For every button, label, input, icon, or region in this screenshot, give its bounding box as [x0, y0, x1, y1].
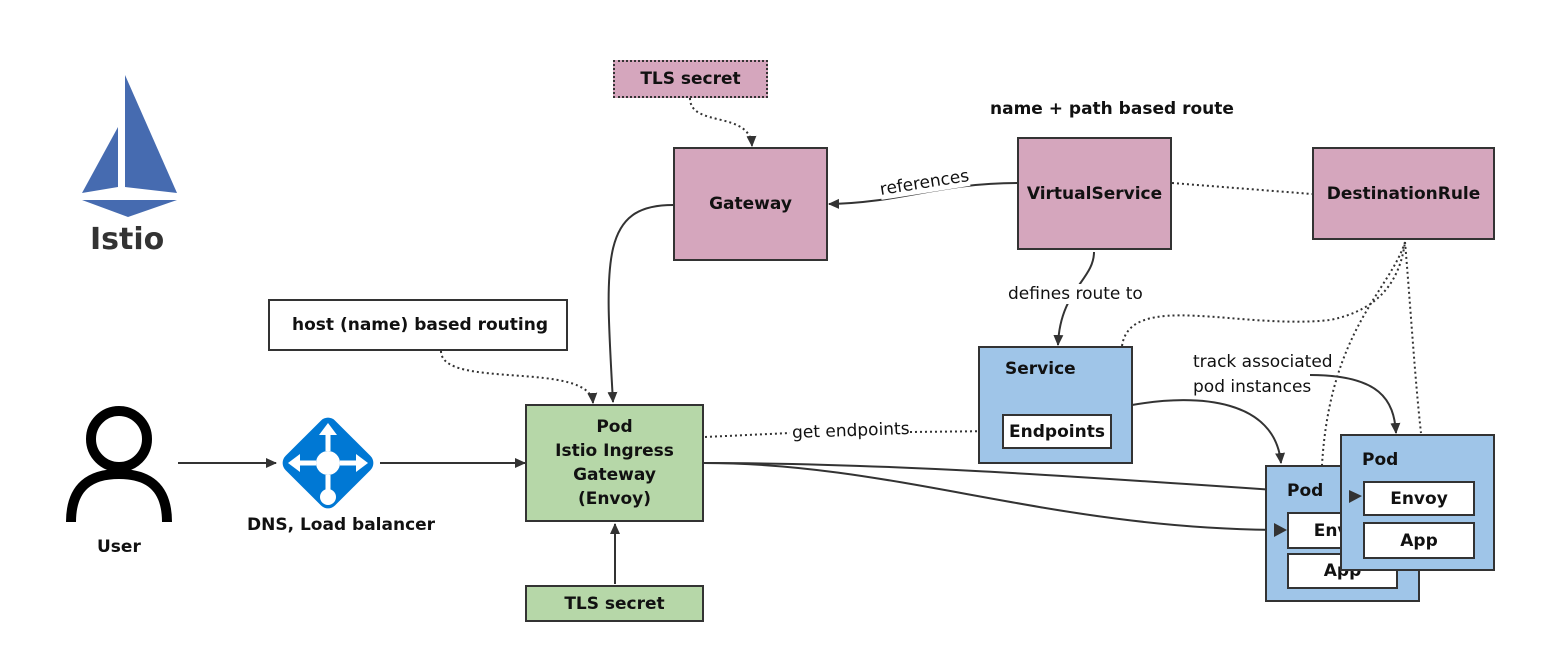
edge-label-defines-route: defines route to	[1008, 284, 1143, 304]
service-title: Service	[1005, 359, 1076, 379]
endpoints-node[interactable]: Endpoints	[1002, 414, 1112, 449]
edge-dr-pod2	[1404, 241, 1422, 434]
edge-label-get-endpoints: get endpoints	[791, 418, 910, 444]
edge-service-pod1	[1131, 399, 1286, 464]
gateway-node[interactable]: Gateway	[673, 147, 828, 261]
load-balancer-icon[interactable]	[276, 411, 380, 515]
istio-logo-icon	[82, 75, 177, 217]
user-label: User	[97, 537, 141, 557]
edge-gateway-ingress	[607, 204, 674, 403]
edge-label-track-pods: track associated pod instances	[1193, 352, 1333, 397]
edge-tls-gateway	[689, 97, 757, 147]
edge-service-dr	[1121, 241, 1406, 347]
edge-host-ingress	[440, 350, 598, 404]
edge-dr-pod1	[1321, 241, 1406, 466]
service-node[interactable]: Service Endpoints	[978, 346, 1133, 464]
pod-2-title: Pod	[1362, 450, 1399, 470]
edge-vs-dr	[1171, 182, 1313, 195]
ingress-gateway-pod[interactable]: Pod Istio Ingress Gateway (Envoy)	[525, 404, 704, 522]
user-icon	[66, 406, 172, 523]
route-heading: name + path based route	[990, 99, 1234, 119]
pod-2-envoy[interactable]: Envoy	[1363, 481, 1475, 516]
tls-secret-bottom[interactable]: TLS secret	[525, 585, 704, 622]
dns-lb-label: DNS, Load balancer	[247, 515, 436, 535]
pod-1-title: Pod	[1287, 481, 1324, 501]
edge-ingress-pod1	[703, 462, 1288, 535]
logo-text: Istio	[90, 222, 165, 257]
pod-2[interactable]: Pod Envoy App	[1340, 434, 1495, 571]
edge-service-pod2	[1309, 374, 1401, 434]
destination-rule-node[interactable]: DestinationRule	[1312, 147, 1495, 240]
virtual-service-node[interactable]: VirtualService	[1017, 137, 1172, 250]
edge-ingress-pod2	[703, 462, 1363, 501]
pod-2-app[interactable]: App	[1363, 522, 1475, 559]
host-routing-note[interactable]: host (name) based routing	[268, 299, 568, 351]
tls-secret-top[interactable]: TLS secret	[613, 60, 768, 98]
edge-ingress-endpoints	[704, 432, 791, 438]
